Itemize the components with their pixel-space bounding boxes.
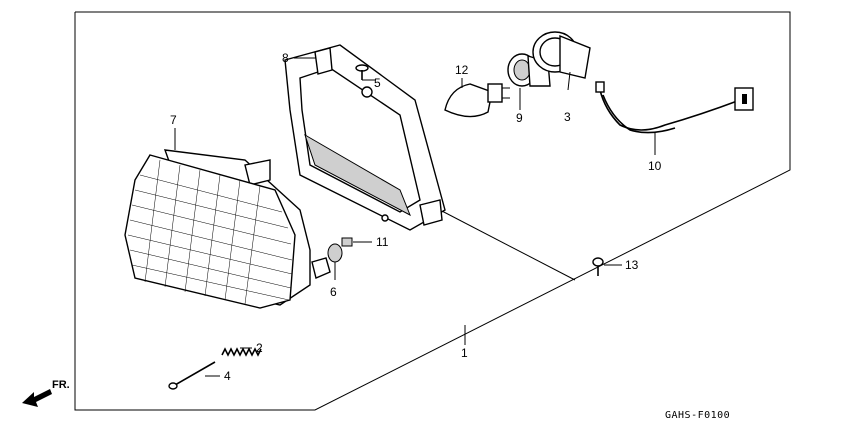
front-arrow-icon xyxy=(22,389,52,407)
assembly-outline xyxy=(74,11,791,411)
direction-indicator: FR. xyxy=(22,379,70,407)
grommet-6 xyxy=(327,243,343,263)
headlight-unit xyxy=(124,149,331,309)
callout-4: 4 xyxy=(224,369,231,383)
callout-5: 5 xyxy=(374,76,381,90)
wire-harness-10 xyxy=(595,81,754,134)
callout-9: 9 xyxy=(516,111,523,125)
callout-7: 7 xyxy=(170,113,177,127)
callout-13: 13 xyxy=(625,258,639,272)
callout-12: 12 xyxy=(455,63,469,77)
dust-cover-3 xyxy=(532,31,591,91)
diagram-code: GAHS-F0100 xyxy=(665,410,730,421)
headlight-case xyxy=(284,44,446,231)
bulb-12 xyxy=(444,83,510,118)
screw-5 xyxy=(355,64,369,80)
callout-8: 8 xyxy=(282,51,289,65)
direction-label: FR. xyxy=(52,379,70,391)
callout-1: 1 xyxy=(461,346,468,360)
callout-3: 3 xyxy=(564,110,571,124)
callout-6: 6 xyxy=(330,285,337,299)
leader-frame xyxy=(439,209,576,281)
bolt-13 xyxy=(592,257,604,276)
callout-11: 11 xyxy=(376,235,389,249)
nut-11 xyxy=(341,237,353,247)
adjusting-screw-4 xyxy=(168,361,216,390)
callout-2: 2 xyxy=(256,341,263,355)
callout-10: 10 xyxy=(648,159,662,173)
spring-2 xyxy=(221,347,262,357)
